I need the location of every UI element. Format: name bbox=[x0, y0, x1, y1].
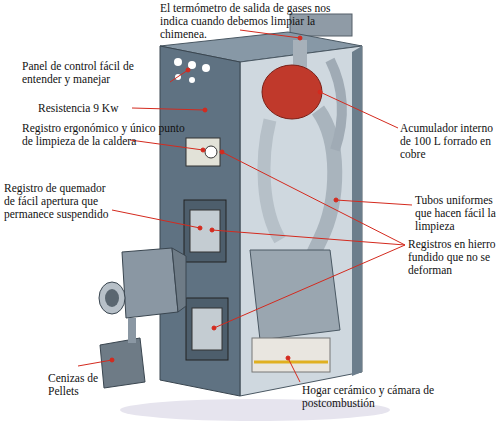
leader-line bbox=[132, 108, 205, 110]
leader-line bbox=[170, 70, 188, 82]
leader-dot bbox=[201, 148, 205, 152]
callout-label: Panel de control fácil de entender y man… bbox=[22, 60, 172, 86]
leader-line bbox=[112, 210, 200, 228]
ash-tray bbox=[100, 338, 145, 388]
control-knob bbox=[189, 77, 195, 83]
control-knob bbox=[174, 58, 182, 66]
ash-door bbox=[186, 298, 228, 360]
callout-label: Acumulador interno de 100 L forrado en c… bbox=[400, 122, 498, 161]
burner-stand bbox=[128, 318, 136, 343]
leader-line bbox=[240, 30, 300, 38]
cleaning-door bbox=[186, 138, 220, 166]
burner-door-plate bbox=[190, 210, 220, 252]
control-knob bbox=[188, 61, 196, 69]
callout-label: Resistencia 9 Kw bbox=[38, 102, 138, 115]
callout-label: Cenizas de Pellets bbox=[48, 372, 118, 398]
leader-line bbox=[320, 92, 398, 128]
water-accumulator bbox=[262, 65, 322, 119]
leader-dot bbox=[186, 68, 190, 72]
leader-dot bbox=[298, 36, 302, 40]
callout-label: Registros en hierro fundido que no se de… bbox=[408, 238, 498, 277]
callout-label: Hogar cerámico y cámara de postcombustió… bbox=[302, 384, 472, 410]
control-knob bbox=[202, 64, 210, 72]
leader-line bbox=[288, 358, 300, 382]
callout-label: Tubos uniformes que hacen fácil la limpi… bbox=[415, 194, 497, 233]
leader-line bbox=[78, 360, 112, 366]
callout-label: El termómetro de salida de gases nos ind… bbox=[160, 2, 345, 41]
leader-lines bbox=[78, 30, 412, 382]
callout-label: Registro ergonómico y único punto de lim… bbox=[22, 122, 192, 148]
leader-line bbox=[130, 140, 203, 150]
feed-tube bbox=[99, 282, 125, 314]
leader-dot bbox=[210, 228, 214, 232]
ceramic-hearth bbox=[252, 338, 330, 372]
pellet-burner bbox=[122, 248, 178, 318]
back-wall bbox=[352, 46, 362, 376]
leader-line bbox=[212, 230, 405, 245]
leader-dot bbox=[220, 150, 224, 154]
feed-tube-bore bbox=[105, 289, 119, 307]
leader-dot bbox=[286, 356, 290, 360]
leader-dot bbox=[334, 198, 338, 202]
leader-line bbox=[336, 200, 412, 205]
leader-dot bbox=[212, 326, 216, 330]
boiler-interior bbox=[240, 46, 362, 396]
door-handle bbox=[205, 146, 217, 158]
boiler-front bbox=[160, 46, 240, 396]
callout-label: Registro de quemador de fácil apertura q… bbox=[4, 182, 114, 221]
leader-dot bbox=[318, 90, 322, 94]
leader-line bbox=[214, 245, 405, 328]
leader-dot bbox=[198, 226, 202, 230]
combustion-chamber bbox=[250, 250, 340, 340]
pellet-burner-side bbox=[172, 248, 186, 312]
ash-door-plate bbox=[192, 308, 222, 350]
leader-line bbox=[222, 152, 405, 245]
leader-dot bbox=[110, 358, 114, 362]
smoke-tube bbox=[330, 60, 342, 150]
leader-dot bbox=[203, 108, 207, 112]
